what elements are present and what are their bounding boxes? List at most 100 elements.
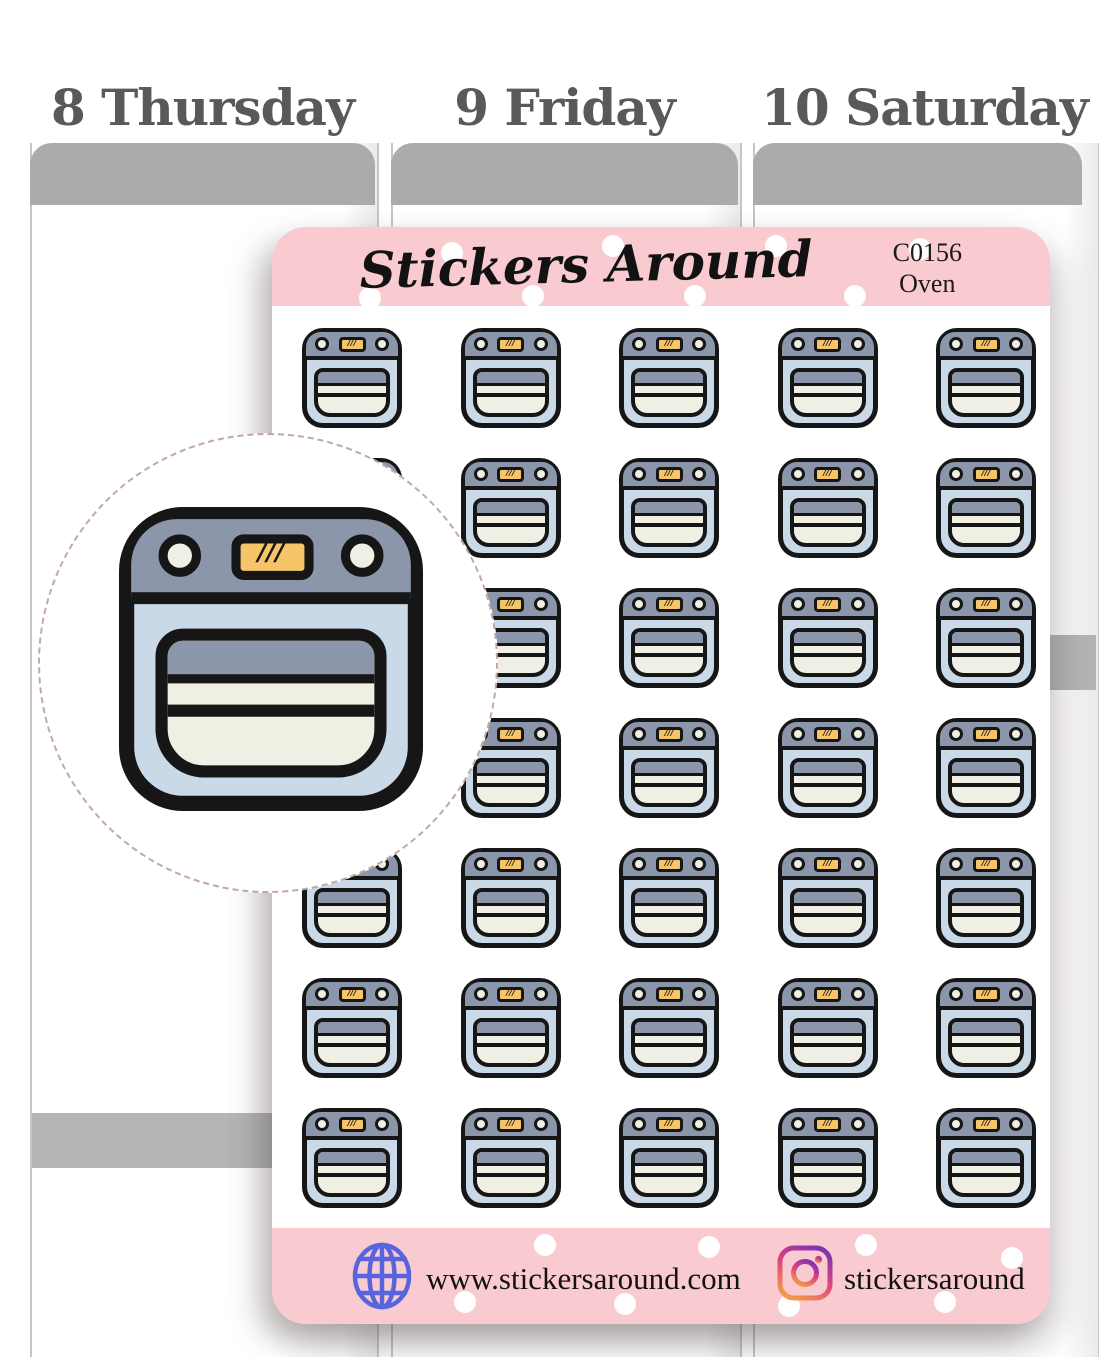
oven-display-icon: /// xyxy=(972,726,1000,742)
oven-control-panel: /// xyxy=(781,462,874,490)
oven-door-handle xyxy=(476,762,545,776)
oven-knob-icon xyxy=(850,467,865,481)
oven-door-line xyxy=(793,1173,862,1177)
planner-column-header xyxy=(30,143,375,205)
oven-display-icon: /// xyxy=(972,466,1000,482)
oven-sticker: /// xyxy=(777,458,878,558)
oven-display-icon: /// xyxy=(814,726,841,742)
oven-display-icon: /// xyxy=(497,336,524,352)
oven-door xyxy=(472,888,549,937)
oven-door-line xyxy=(952,1173,1020,1177)
sheet-banner: Stickers Around C0156 Oven xyxy=(272,227,1050,306)
website-url: www.stickersaround.com xyxy=(426,1261,741,1296)
oven-door-line xyxy=(952,913,1020,917)
oven-door xyxy=(472,498,549,547)
oven-sticker: /// xyxy=(619,978,719,1078)
oven-display-icon: /// xyxy=(655,466,683,482)
oven-display-icon: /// xyxy=(814,336,841,352)
oven-knob-icon xyxy=(949,337,963,351)
oven-display-icon: /// xyxy=(338,336,366,352)
oven-knob-icon xyxy=(473,857,488,871)
oven-door-handle xyxy=(952,762,1020,776)
oven-display-icon: /// xyxy=(655,726,683,742)
oven-knob-icon xyxy=(375,987,389,1001)
oven-knob-icon xyxy=(315,987,329,1001)
oven-display-icon: /// xyxy=(972,856,1000,872)
oven-door xyxy=(314,368,390,417)
polka-dot xyxy=(441,242,463,264)
oven-door-line xyxy=(167,705,375,717)
oven-knob-icon xyxy=(790,467,805,481)
oven-door-handle xyxy=(952,372,1020,386)
oven-knob-icon xyxy=(375,337,389,351)
oven-sticker: /// xyxy=(936,978,1036,1078)
oven-door-handle xyxy=(476,1152,545,1166)
oven-door-line xyxy=(952,393,1020,397)
oven-door-line xyxy=(318,913,386,917)
oven-control-panel: /// xyxy=(781,852,874,880)
oven-door-line xyxy=(476,1043,545,1047)
oven-door-handle xyxy=(635,762,703,776)
oven-door-line xyxy=(476,393,545,397)
oven-knob-icon xyxy=(790,597,805,611)
oven-knob-icon xyxy=(632,857,646,871)
oven-door-handle xyxy=(318,372,386,386)
oven-door-handle xyxy=(476,372,545,386)
oven-door-line xyxy=(793,653,862,657)
oven-sticker: /// xyxy=(777,848,878,948)
oven-door xyxy=(948,1018,1024,1067)
polka-dot xyxy=(359,287,381,306)
oven-door-line xyxy=(793,393,862,397)
oven-display-icon: /// xyxy=(972,1116,1000,1132)
instagram-handle: stickersaround xyxy=(844,1261,1025,1296)
oven-door-line xyxy=(793,523,862,527)
oven-knob-icon xyxy=(632,727,646,741)
oven-control-panel: /// xyxy=(940,592,1032,620)
oven-knob-icon xyxy=(692,857,706,871)
oven-control-panel: /// xyxy=(940,1112,1032,1140)
oven-display-icon: /// xyxy=(338,1116,366,1132)
oven-door-handle xyxy=(793,1152,862,1166)
oven-control-panel: /// xyxy=(464,462,557,490)
brand-name: Stickers Around xyxy=(358,229,814,300)
oven-display-icon: /// xyxy=(497,856,524,872)
oven-sticker: /// xyxy=(936,848,1036,948)
oven-knob-icon xyxy=(692,467,706,481)
polka-dot xyxy=(934,1291,956,1313)
oven-control-panel: /// xyxy=(306,332,398,360)
oven-knob-icon xyxy=(158,534,202,577)
oven-door-handle xyxy=(952,632,1020,646)
oven-door xyxy=(155,628,387,778)
oven-control-panel: /// xyxy=(623,852,715,880)
oven-display-icon: /// xyxy=(972,986,1000,1002)
oven-door-handle xyxy=(476,892,545,906)
oven-door xyxy=(472,1148,549,1197)
oven-door xyxy=(789,368,866,417)
oven-sticker: /// xyxy=(460,978,561,1078)
oven-sticker: /// xyxy=(777,1108,878,1208)
oven-knob-icon xyxy=(632,1117,646,1131)
planner-column-header xyxy=(753,143,1082,205)
oven-door xyxy=(472,758,549,807)
oven-door-line xyxy=(952,523,1020,527)
oven-door xyxy=(789,628,866,677)
oven-control-panel: /// xyxy=(781,332,874,360)
polka-dot xyxy=(844,285,866,306)
oven-display-icon: /// xyxy=(814,596,841,612)
oven-control-panel: /// xyxy=(781,1112,874,1140)
oven-sticker: /// xyxy=(460,458,561,558)
oven-door xyxy=(948,628,1024,677)
oven-door-line xyxy=(793,913,862,917)
oven-display-icon: /// xyxy=(972,596,1000,612)
oven-display-icon: /// xyxy=(497,466,524,482)
oven-knob-icon xyxy=(692,597,706,611)
oven-knob-icon xyxy=(1009,467,1023,481)
oven-sticker: /// xyxy=(936,328,1036,428)
oven-knob-icon xyxy=(533,597,548,611)
oven-door xyxy=(631,758,707,807)
oven-door-handle xyxy=(793,762,862,776)
oven-knob-icon xyxy=(1009,857,1023,871)
oven-door-handle xyxy=(635,1022,703,1036)
polka-dot xyxy=(855,1234,877,1256)
oven-control-panel: /// xyxy=(940,722,1032,750)
